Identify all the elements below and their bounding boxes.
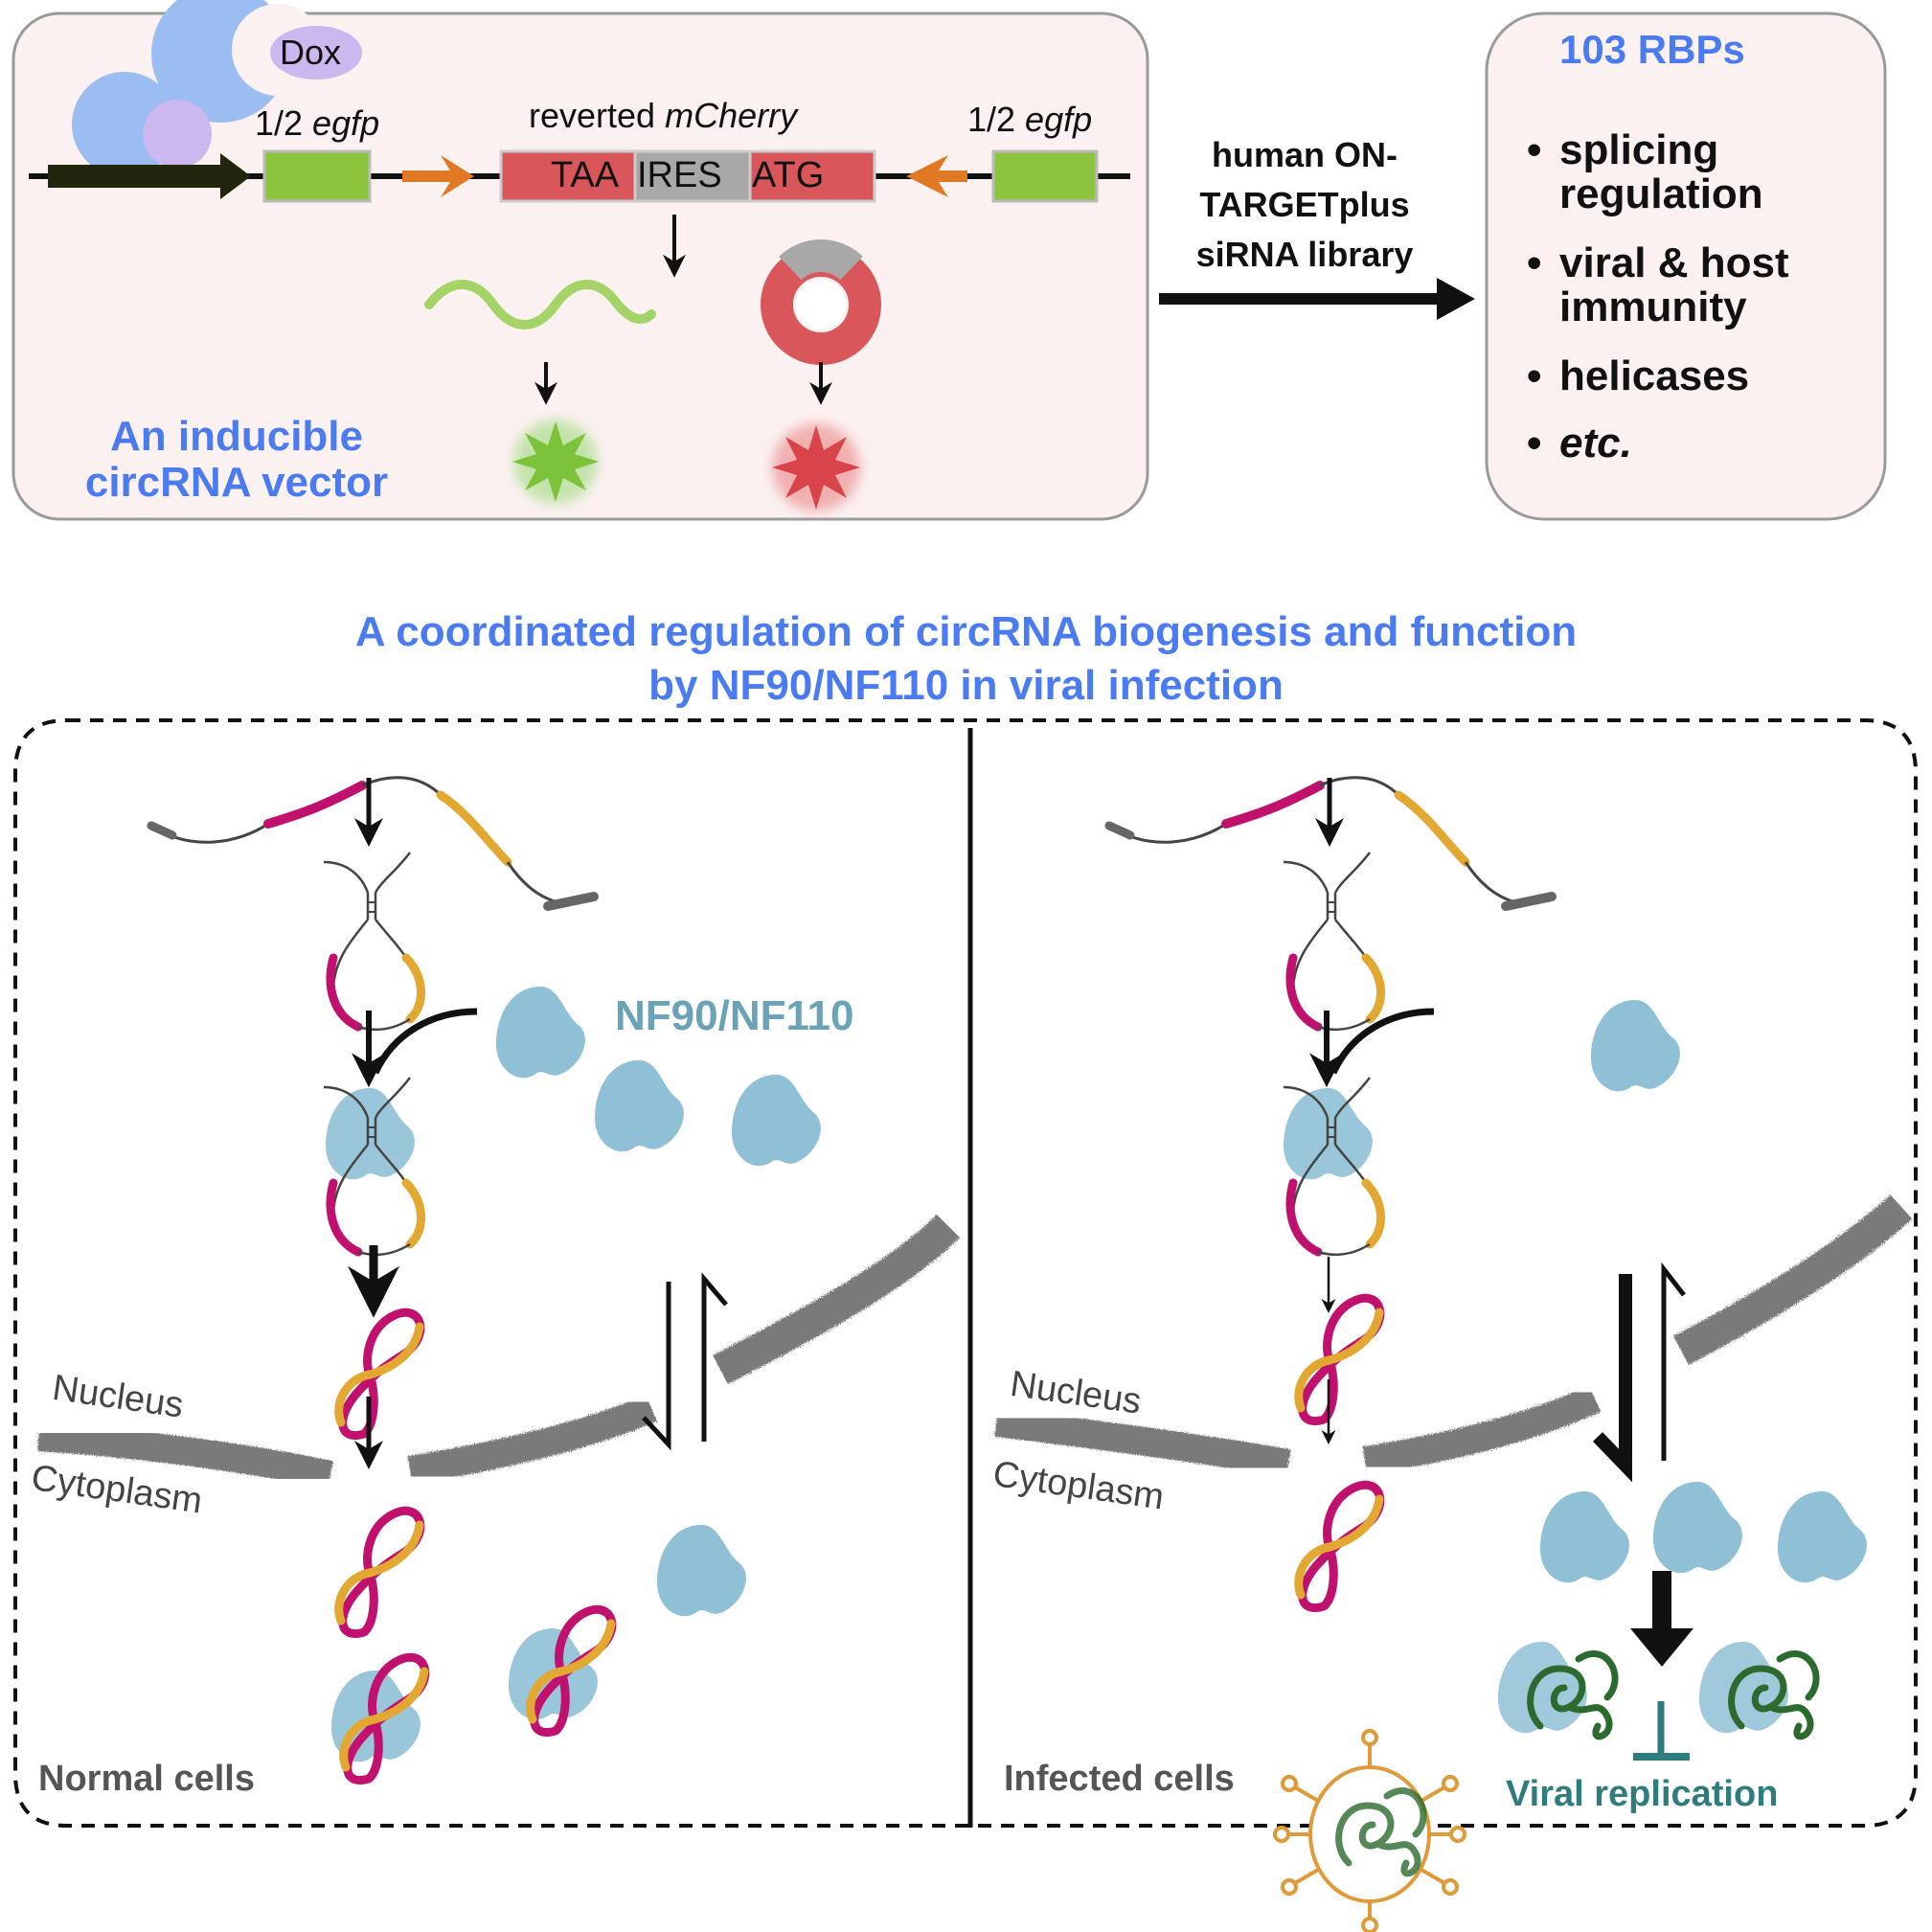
bullet-icon: • xyxy=(1527,420,1542,466)
rbp-panel-box xyxy=(1485,11,1887,521)
screen-arrow xyxy=(1159,278,1475,320)
egfp-left-gene: egfp xyxy=(312,103,380,143)
viral-replication-label: Viral replication xyxy=(1506,1774,1779,1814)
rbp-category-item: • helicases xyxy=(1527,354,1749,398)
atg-block xyxy=(748,149,876,203)
nf90-protein-icon xyxy=(1498,1641,1587,1734)
vector-title: An inducible circRNA vector xyxy=(59,414,414,506)
taa-label: TAA xyxy=(551,155,620,195)
egfp-right-gene: egfp xyxy=(1025,100,1093,139)
nf90-protein-icon xyxy=(657,1524,746,1617)
vector-title-line2: circRNA vector xyxy=(84,459,389,506)
dox-transactivator-icon xyxy=(72,0,362,177)
nuclear-envelope xyxy=(713,1214,961,1385)
linear-mrna-icon xyxy=(424,280,656,330)
normal-cells-caption: Normal cells xyxy=(38,1759,255,1799)
inhibition-icon xyxy=(1633,1701,1690,1761)
cell-comparison-frame xyxy=(13,718,1918,1828)
egfp-right-prefix: 1/2 xyxy=(967,100,1026,139)
intron-arrow-right-icon xyxy=(402,155,474,197)
egfp-right-label: 1/2 egfp xyxy=(967,100,1092,140)
infected-cells-caption: Infected cells xyxy=(1004,1759,1235,1799)
pre-mrna-icon xyxy=(151,778,594,906)
nf90-protein-icon xyxy=(496,986,585,1079)
rbp-category-line: regulation xyxy=(1559,170,1763,217)
promoter-arrow-icon xyxy=(48,153,251,199)
circrna-nuclear-icon xyxy=(339,1312,420,1435)
sirna-line2: TARGETplus xyxy=(1199,185,1410,224)
headline-line1: A coordinated regulation of circRNA biog… xyxy=(354,608,1578,655)
nf90-protein-icon xyxy=(1591,999,1680,1092)
red-fluorescence-icon xyxy=(772,423,860,511)
green-fluorescence-icon xyxy=(512,420,599,504)
circrna-ring-icon xyxy=(761,239,881,365)
headline-line2: by NF90/NF110 in viral infection xyxy=(648,662,1284,709)
nf90-bound-protein-icon xyxy=(326,1087,415,1180)
rbp-category-line: splicing xyxy=(1559,126,1719,173)
rbp-category-line: helicases xyxy=(1559,352,1750,399)
vector-title-line1: An inducible xyxy=(110,413,363,460)
nf90-protein-icon xyxy=(1778,1490,1867,1583)
protein-recruit-arrow xyxy=(372,1008,478,1075)
protein-recruit-arrow xyxy=(1330,1008,1435,1075)
sirna-line3: siRNA library xyxy=(1195,235,1414,274)
headline: A coordinated regulation of circRNA biog… xyxy=(0,605,1932,713)
ires-block xyxy=(633,149,752,203)
rbp-count-title: 103 RBPs xyxy=(1559,27,1745,72)
mcherry-label: reverted mCherry xyxy=(529,96,797,136)
dox-label: Dox xyxy=(280,33,342,72)
nuclear-envelope xyxy=(1673,1194,1913,1366)
mcherry-gene: mCherry xyxy=(665,96,798,135)
nf90-protein-icon xyxy=(595,1059,684,1152)
nf90-protein-icon xyxy=(732,1074,821,1167)
intron-arrow-left-icon xyxy=(906,155,967,197)
egfp-left-label: 1/2 egfp xyxy=(255,103,379,144)
nf90-nf110-label: NF90/NF110 xyxy=(615,992,854,1039)
nf90-protein-icon xyxy=(1699,1641,1788,1734)
shuttle-equilibrium-arrows-biased xyxy=(1592,1261,1686,1483)
nuclear-envelope xyxy=(1362,1385,1602,1475)
nuclear-envelope xyxy=(994,1408,1291,1478)
vector-panel-box xyxy=(11,11,1149,521)
sirna-line1: human ON- xyxy=(1212,135,1398,174)
egfp-left-prefix: 1/2 xyxy=(255,103,313,143)
hairpin-intermediate-icon xyxy=(324,852,421,1030)
bullet-icon: • xyxy=(1527,126,1542,173)
mcherry-prefix: reverted xyxy=(529,96,666,135)
rbp-category-item: • etc. xyxy=(1527,421,1632,466)
circrna-cytoplasmic-icon xyxy=(339,1511,420,1633)
nuclear-envelope xyxy=(37,1422,334,1489)
bullet-icon: • xyxy=(1527,239,1542,286)
egfp-right-block xyxy=(991,149,1099,203)
virus-particle-icon xyxy=(1273,1729,1466,1932)
bullet-icon: • xyxy=(1527,352,1542,399)
circrna-nuclear-icon xyxy=(1299,1298,1380,1421)
binding-arrow-strong xyxy=(1630,1571,1693,1667)
rbp-category-line: etc. xyxy=(1559,420,1632,466)
nf90-protein-icon xyxy=(1540,1490,1629,1583)
ires-label: IRES xyxy=(637,155,722,195)
hairpin-intermediate-icon xyxy=(1284,852,1381,1030)
shuttle-equilibrium-arrows xyxy=(642,1272,728,1451)
sirna-library-label: human ON- TARGETplus siRNA library xyxy=(1161,130,1448,280)
atg-label: ATG xyxy=(752,155,825,195)
rbp-category-line: immunity xyxy=(1559,284,1747,330)
rbp-category-line: viral & host xyxy=(1559,239,1789,286)
circrna-cytoplasmic-icon xyxy=(1299,1485,1380,1607)
nf90-protein-icon xyxy=(1653,1481,1742,1574)
nuclear-envelope xyxy=(407,1395,657,1485)
egfp-left-block xyxy=(262,149,372,203)
